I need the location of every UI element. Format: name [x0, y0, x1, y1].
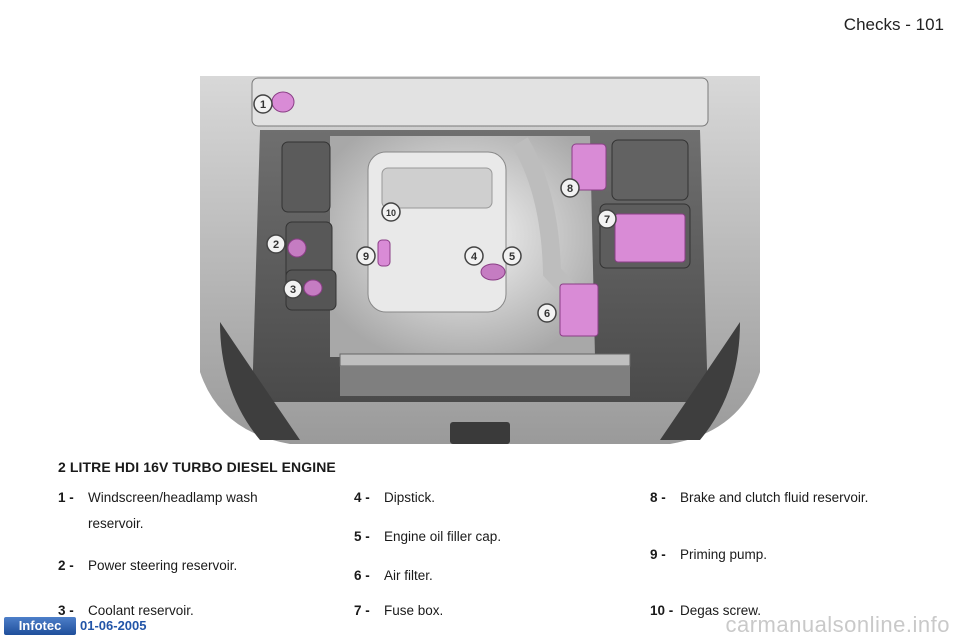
callout-circle	[537, 303, 557, 323]
callout-label: 4	[471, 251, 478, 263]
legend-text: Power steering reservoir.	[88, 558, 238, 573]
legend-number: 4 -	[354, 490, 370, 505]
section-title: Checks	[843, 15, 901, 34]
legend-number: 9 -	[650, 547, 666, 562]
callout-circle	[502, 246, 522, 266]
legend-item-1: 1 - Windscreen/headlamp wash reservoir.	[58, 485, 298, 537]
callout-label: 3	[290, 284, 296, 296]
legend-text: Degas screw.	[680, 603, 762, 618]
callout-label: 2	[273, 239, 279, 251]
callout-6: 6	[537, 303, 557, 323]
legend-item-3: 3 - Coolant reservoir.	[58, 598, 298, 624]
legend-text: Engine oil filler cap.	[384, 529, 502, 544]
legend-text: Fuse box.	[384, 603, 444, 618]
legend-number: 10 -	[650, 603, 674, 618]
legend-number: 6 -	[354, 568, 370, 583]
legend-item-8: 8 - Brake and clutch fluid reservoir.	[650, 485, 920, 511]
legend-item-6: 6 - Air filter.	[354, 563, 594, 589]
legend-text: Priming pump.	[680, 547, 768, 562]
callout-8: 8	[560, 178, 580, 198]
legend-text: Coolant reservoir.	[88, 603, 194, 618]
legend-number: 8 -	[650, 490, 666, 505]
header-separator: -	[905, 15, 911, 34]
callout-circle	[597, 209, 617, 229]
callout-circle	[560, 178, 580, 198]
page-header: Checks - 101	[844, 15, 944, 35]
callout-label: 6	[544, 308, 550, 320]
legend-text: Dipstick.	[384, 490, 436, 505]
page-number: 101	[915, 15, 944, 34]
callout-3: 3	[283, 279, 303, 299]
legend-number: 1 -	[58, 490, 74, 505]
legend-number: 5 -	[354, 529, 370, 544]
callout-label: 5	[509, 251, 515, 263]
callout-group: 1 2 3 4 5 6 7 8 9 10	[253, 94, 617, 323]
infotec-logo: Infotec	[4, 617, 76, 635]
legend-item-4: 4 - Dipstick.	[354, 485, 594, 511]
callout-circle	[266, 234, 286, 254]
watermark: carmanualsonline.info	[725, 612, 950, 637]
callout-label: 8	[567, 183, 573, 195]
legend-number: 7 -	[354, 603, 370, 618]
legend-text: Air filter.	[384, 568, 433, 583]
callout-9: 9	[356, 246, 376, 266]
legend-item-2: 2 - Power steering reservoir.	[58, 553, 298, 579]
legend-item-5: 5 - Engine oil filler cap.	[354, 524, 594, 550]
callout-label: 9	[363, 251, 369, 263]
callout-label: 10	[386, 208, 396, 218]
callout-label: 1	[260, 99, 266, 111]
callout-7: 7	[597, 209, 617, 229]
engine-bay-illustration: 1 2 3 4 5 6 7 8 9 10	[200, 76, 760, 444]
callout-10: 10	[381, 202, 401, 222]
footer-date: 01-06-2005	[80, 618, 147, 633]
callout-circle	[356, 246, 376, 266]
callout-circle	[381, 202, 401, 222]
legend-text: Brake and clutch fluid reservoir.	[680, 490, 869, 505]
callout-circle	[253, 94, 273, 114]
legend-number: 2 -	[58, 558, 74, 573]
legend-item-9: 9 - Priming pump.	[650, 542, 890, 568]
callout-label: 7	[604, 214, 610, 226]
legend-item-7: 7 - Fuse box.	[354, 598, 594, 624]
callout-circle	[283, 279, 303, 299]
callout-circle	[464, 246, 484, 266]
engine-title: 2 LITRE HDI 16V TURBO DIESEL ENGINE	[58, 459, 336, 475]
callout-5: 5	[502, 246, 522, 266]
legend-number: 3 -	[58, 603, 74, 618]
callout-1: 1	[253, 94, 273, 114]
legend-item-10: 10 - Degas screw.	[650, 598, 890, 624]
legend-text: Windscreen/headlamp wash reservoir.	[88, 490, 258, 531]
callout-2: 2	[266, 234, 286, 254]
callout-4: 4	[464, 246, 484, 266]
engine-bay-diagram: 1 2 3 4 5 6 7 8 9 10	[200, 72, 760, 452]
